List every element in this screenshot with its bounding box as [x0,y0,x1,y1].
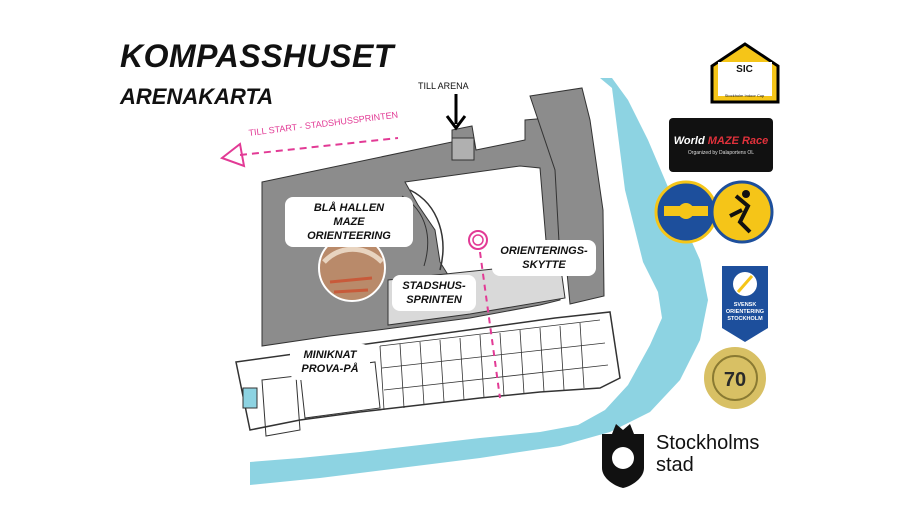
stockholms-stad-wordmark: Stockholms stad [656,432,760,476]
entrance-square [451,137,475,161]
route-dashed-line [479,251,501,399]
orienteringsskytte-label: ORIENTERINGS- SKYTTE [492,240,596,276]
start-marker [468,230,488,250]
sic-logo-icon [710,42,780,104]
wmr-word2: MAZE Race [707,135,769,147]
map-title: KOMPASSHUSET [120,38,394,74]
stadshussprinten-label: STADSHUS- SPRINTEN [392,275,476,311]
sic-logo: SIC Stockholm Indoor Cup [711,44,778,102]
sic-logo-tagline: Stockholm Indoor Cup [724,93,765,98]
wmr-tagline: Organized by Dalaportens OL [687,150,755,156]
stockholm-70-number: 70 [724,369,746,391]
svensk-orientering-text: SVENSK ORIENTERING STOCKHOLM [725,302,765,322]
world-maze-race-logo: World MAZE Race Organized by Dalaportens… [669,118,773,172]
building-bottom [235,311,621,431]
miniknat-label: MINIKNAT PROVA-PÅ [290,344,370,380]
till-arena-label: TILL ARENA [418,81,469,91]
bla-hallen-label: BLÅ HALLEN MAZE ORIENTEERING [285,197,413,247]
till-start-arrowhead [219,142,246,168]
map-subtitle: ARENAKARTA [120,84,274,109]
till-start-dashed-line [239,137,399,156]
arrow-till-arena-head [445,115,467,131]
small-pool [242,387,258,409]
wmr-word1: World [673,135,705,147]
sic-logo-label: SIC [736,64,753,75]
